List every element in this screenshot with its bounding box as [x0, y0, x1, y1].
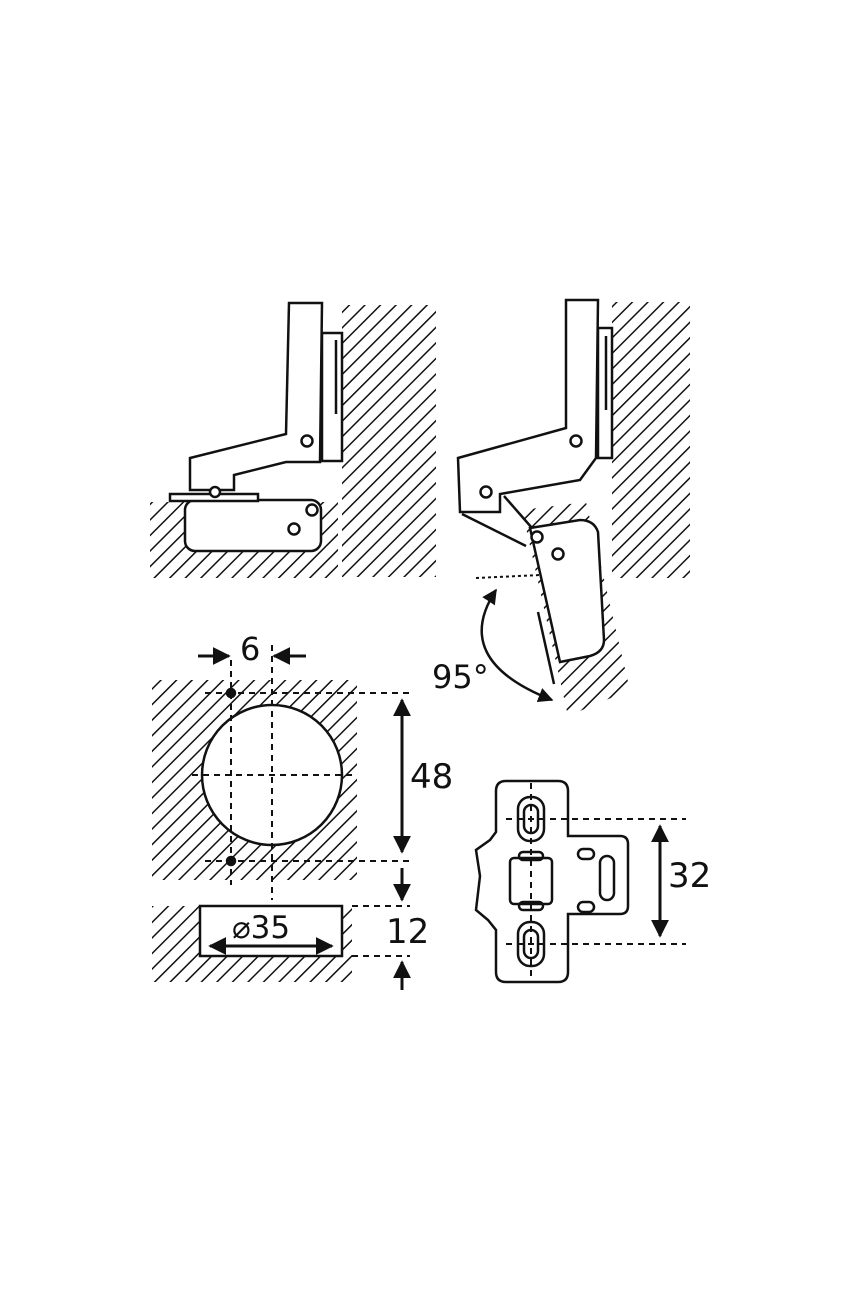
- cabinet-wall-hatch: [342, 305, 436, 577]
- angle-label: 95°: [432, 658, 489, 696]
- cup-diameter-label: ⌀35: [232, 910, 290, 946]
- angle-arc: [480, 588, 554, 703]
- drilling-view: [152, 645, 411, 990]
- cup-depth-label: 12: [386, 912, 429, 952]
- hinge-cup-open: [528, 518, 606, 664]
- hinge-arm: [188, 301, 324, 492]
- hole-spacing-label: 48: [410, 757, 453, 797]
- plate-spacing-label: 32: [668, 856, 711, 896]
- closed-hinge-view: [150, 301, 436, 578]
- open-hinge-view: [456, 298, 690, 716]
- cabinet-wall-hatch-open: [612, 302, 690, 578]
- arm-pivot: [300, 434, 314, 448]
- reference-line: [475, 574, 541, 579]
- mounting-plate-view: [474, 779, 686, 984]
- offset-label: 6: [240, 630, 260, 668]
- hinge-cup: [183, 498, 323, 553]
- hinge-arm-open: [456, 298, 600, 514]
- mounting-plate: [320, 331, 344, 463]
